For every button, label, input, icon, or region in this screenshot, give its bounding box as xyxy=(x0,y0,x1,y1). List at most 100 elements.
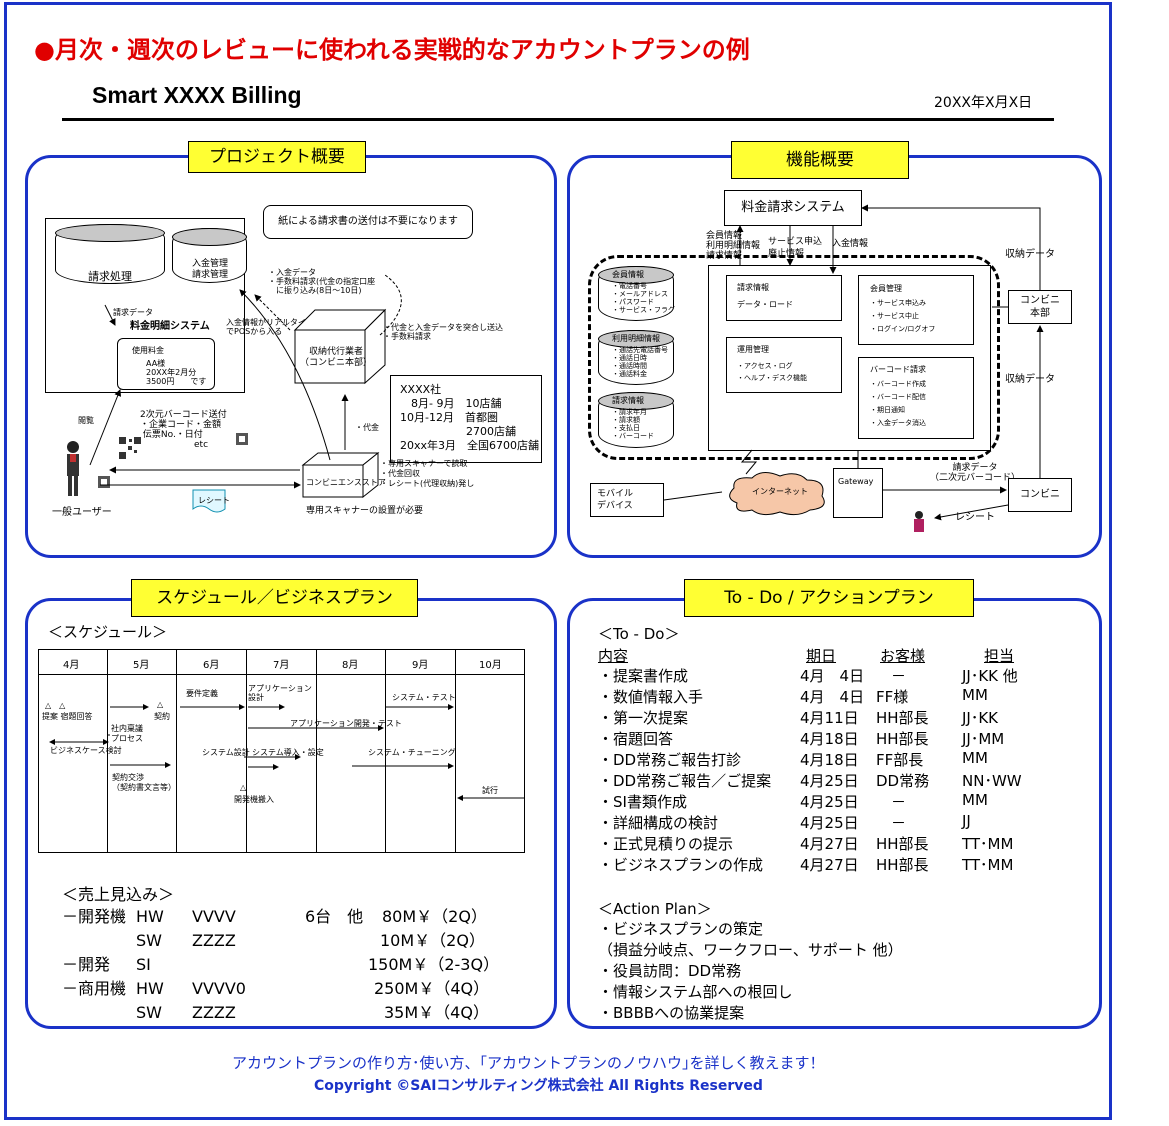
todo-cell: HH部長 xyxy=(876,709,929,727)
billing-db-label: 請求処理 xyxy=(88,270,132,283)
receipt-icon xyxy=(192,489,226,513)
todo-cell: HH部長 xyxy=(876,856,929,874)
sales-cell: ZZZZ xyxy=(192,1003,236,1022)
task-keiyaku: 契約 xyxy=(154,712,170,721)
usage-db-item: ・通話時間 xyxy=(612,362,647,370)
todo-cell: MM xyxy=(962,749,988,767)
collection-data-top: 収納データ xyxy=(1005,249,1055,260)
usage-box xyxy=(117,338,215,390)
sales-cell: ZZZZ xyxy=(192,931,236,950)
sales-cell: －開発機 xyxy=(62,907,127,926)
usage-db-item: ・通話料金 xyxy=(612,370,647,378)
todo-cell: TT･MM xyxy=(962,835,1014,853)
member-db-item: ・メールアドレス xyxy=(612,290,668,298)
todo-cell: FF様 xyxy=(876,688,909,706)
todo-cell: 4月18日 xyxy=(800,730,859,748)
billing-info-title: 請求情報 xyxy=(737,283,769,292)
project-label: プロジェクト概要 xyxy=(188,141,366,173)
todo-cell: ・宿題回答 xyxy=(598,730,674,748)
todo-cell: JJ･KK 他 xyxy=(962,667,1018,685)
agent-box-3d xyxy=(293,308,387,385)
sales-cell: SW xyxy=(136,1003,162,1022)
task-trial: 試行 xyxy=(482,786,498,795)
milestone-keiyaku: △ xyxy=(157,700,164,709)
task-yoken: 要件定義 xyxy=(186,689,218,698)
todo-cell: ・DD常務ご報告／ご提案 xyxy=(598,772,772,790)
gantt-col-line xyxy=(385,649,386,853)
todo-cell: 4月 4日 xyxy=(800,667,865,685)
todo-cell: 4月18日 xyxy=(800,751,859,769)
bill-db-item: ・支払日 xyxy=(612,424,640,432)
todo-cell: 4月27日 xyxy=(800,835,859,853)
usage-line-1: AA様 xyxy=(146,359,166,368)
member-mgmt-item: ・サービス申込み xyxy=(870,299,926,307)
payment-data-note: ・入金データ ・手数料請求(代金の指定口座 に振り込み(8日～10日) xyxy=(268,268,376,295)
todo-cell: 4月25日 xyxy=(800,814,859,832)
task-sys-design: システム設計 xyxy=(202,748,250,757)
barcode-item: ・期日通知 xyxy=(870,406,905,414)
gantt-col-line xyxy=(176,649,177,853)
member-db-title: 会員情報 xyxy=(612,270,644,279)
usage-line-2: 20XX年2月分 xyxy=(146,368,197,377)
todo-col-content: 内容 xyxy=(598,647,629,665)
user-label: 一般ユーザー xyxy=(52,507,112,518)
person-icon-small xyxy=(914,511,924,532)
task-sys-test: システム・テスト xyxy=(392,693,456,702)
footer-copyright: Copyright ©SAIコンサルティング株式会社 All Rights Re… xyxy=(314,1078,763,1094)
todo-cell: － xyxy=(876,793,907,811)
barcode-items: ・バーコード作成 ・バーコード配信 ・期日通知 ・入金データ消込 xyxy=(870,378,926,430)
function-receipt-label: レシート xyxy=(955,512,995,523)
usage-db xyxy=(598,330,674,385)
gantt-col-line xyxy=(107,649,108,853)
payment-info-label: 入金情報 xyxy=(832,239,869,249)
month-9: 9月 xyxy=(412,660,429,671)
schedule-heading: ＜スケジュール＞ xyxy=(48,623,167,641)
sales-cell: SI xyxy=(136,955,151,974)
todo-cell: ・提案書作成 xyxy=(598,667,689,685)
sales-cell: SW xyxy=(136,931,162,950)
member-mgmt-item: ・ログイン/ログオフ xyxy=(870,325,936,333)
todo-cell: 4月25日 xyxy=(800,772,859,790)
month-6: 6月 xyxy=(203,660,220,671)
project-note: 紙による請求書の送付は不要になります xyxy=(263,205,473,239)
month-10: 10月 xyxy=(479,660,502,671)
month-4: 4月 xyxy=(63,660,80,671)
action-item: ・BBBBへの協業提案 xyxy=(598,1004,745,1022)
qr-code-icon-3 xyxy=(98,476,110,488)
cvs-hq-box: コンビニ 本部 xyxy=(1008,290,1072,324)
todo-cell: ・正式見積りの提示 xyxy=(598,835,734,853)
usage-line-3: 3500円 です xyxy=(146,377,207,386)
todo-cell: MM xyxy=(962,686,988,704)
sales-heading: ＜売上見込み＞ xyxy=(62,885,175,904)
member-mgmt-item: ・サービス中止 xyxy=(870,312,919,320)
stats-line-5: 20xx年3月 全国6700店舗 xyxy=(400,439,540,452)
internet-label: インターネット xyxy=(752,487,808,496)
todo-cell: ・DD常務ご報告打診 xyxy=(598,751,742,769)
barcode-item: ・バーコード配信 xyxy=(870,393,926,401)
usage-db-items: ・通話先電話番号 ・通話日時 ・通話時間 ・通話料金 xyxy=(612,346,668,378)
todo-cell: JJ xyxy=(962,812,971,830)
todo-cell: HH部長 xyxy=(876,835,929,853)
data-load-label: データ・ロード xyxy=(737,300,793,309)
action-item: （損益分岐点、ワークフロー、サポート 他） xyxy=(598,941,903,959)
gateway-box: Gateway xyxy=(833,468,883,518)
task-tuning: システム・チューニング xyxy=(368,748,456,757)
sales-cell: VVVV0 xyxy=(192,979,246,998)
ops-items: ・アクセス・ログ ・ヘルプ・デスク機能 xyxy=(737,360,807,384)
todo-cell: 4月11日 xyxy=(800,709,859,727)
task-app-design: アプリケーション 設計 xyxy=(248,684,312,702)
todo-cell: ・詳細構成の検討 xyxy=(598,814,719,832)
payment-db xyxy=(172,228,247,283)
ops-item: ・ヘルプ・デスク機能 xyxy=(737,374,807,382)
sales-cell: 6台 他 xyxy=(305,907,364,926)
billing-system-box: 料金請求システム xyxy=(724,190,862,226)
payment-db-label: 入金管理 請求管理 xyxy=(192,259,229,280)
bill-db-item: ・請求年月 xyxy=(612,408,647,416)
function-label: 機能概要 xyxy=(731,141,909,179)
gantt-col-line xyxy=(316,649,317,853)
todo-heading: ＜To - Do＞ xyxy=(598,625,680,643)
bill-db-title: 請求情報 xyxy=(612,396,644,405)
todo-cell: － xyxy=(876,814,907,832)
barcode-item: ・入金データ消込 xyxy=(870,419,926,427)
stats-line-2: 8月- 9月 10店舗 xyxy=(400,397,502,410)
